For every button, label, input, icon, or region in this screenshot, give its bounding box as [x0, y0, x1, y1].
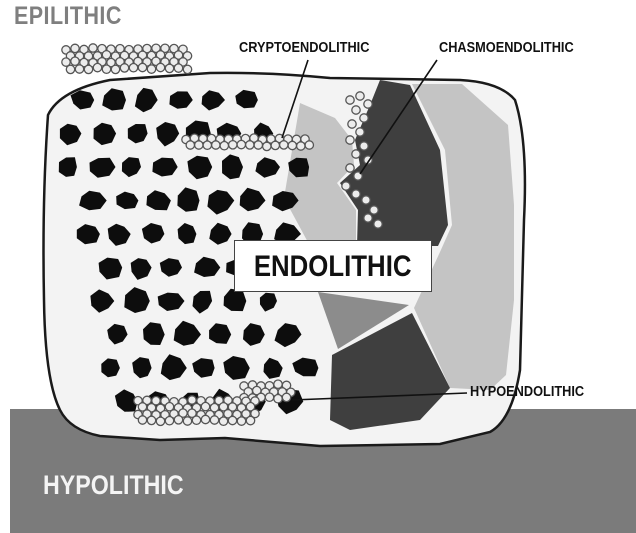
microbial-cell	[192, 416, 200, 424]
hypolithic-colony	[134, 396, 259, 426]
cryptoendolithic-label: CRYPTOENDOLITHIC	[239, 40, 369, 56]
microbial-cell	[237, 140, 245, 148]
microbial-cell	[263, 142, 271, 150]
microbial-cell	[75, 65, 83, 73]
microbial-cell	[246, 416, 254, 424]
microbial-cell	[356, 128, 364, 136]
microbial-cell	[156, 417, 164, 425]
chasmoendolithic-label: CHASMOENDOLITHIC	[439, 40, 574, 56]
epilithic-colony	[62, 44, 192, 74]
microbial-cell	[120, 64, 128, 72]
microbial-cell	[71, 57, 79, 65]
microbial-cell	[352, 106, 360, 114]
microbial-cell	[305, 141, 313, 149]
microbial-cell	[370, 206, 378, 214]
microbial-cell	[93, 63, 101, 71]
microbial-cell	[364, 100, 372, 108]
microbial-cell	[66, 65, 74, 73]
microbial-cell	[183, 65, 191, 73]
microbial-cell	[165, 417, 173, 425]
microbial-cell	[352, 190, 360, 198]
microbial-cell	[165, 64, 173, 72]
microbial-cell	[188, 396, 196, 404]
microbial-cell	[362, 196, 370, 204]
microbial-cell	[297, 142, 305, 150]
endolithic-label: ENDOLITHIC	[254, 241, 412, 293]
microbial-cell	[360, 142, 368, 150]
microbial-cell	[374, 220, 382, 228]
microbial-cell	[138, 63, 146, 71]
microbial-cell	[274, 395, 282, 403]
microbial-cell	[186, 141, 194, 149]
microbial-cell	[201, 402, 209, 410]
microbial-cell	[280, 141, 288, 149]
microbial-cell	[346, 164, 354, 172]
microbial-cell	[271, 141, 279, 149]
epilithic-label: EPILITHIC	[14, 2, 122, 31]
microbial-cell	[147, 65, 155, 73]
microbial-cell	[84, 65, 92, 73]
microbial-cell	[174, 416, 182, 424]
microbial-cell	[229, 141, 237, 149]
microbial-cell	[346, 96, 354, 104]
microbial-cell	[156, 63, 164, 71]
microbial-cell	[282, 393, 290, 401]
microbial-cell	[102, 65, 110, 73]
microbial-cell	[348, 120, 356, 128]
microbial-cell	[201, 415, 209, 423]
microbial-cell	[212, 141, 220, 149]
microbial-cell	[254, 141, 262, 149]
microbial-cell	[342, 182, 350, 190]
microbial-cell	[346, 136, 354, 144]
microbial-cell	[228, 416, 236, 424]
microbial-cell	[210, 416, 218, 424]
microbial-cell	[274, 380, 282, 388]
microbial-cell	[288, 141, 296, 149]
microbial-cell	[364, 214, 372, 222]
microbial-cell	[183, 417, 191, 425]
microbial-cell	[360, 114, 368, 122]
microbial-cell	[89, 44, 97, 52]
microbial-cell	[352, 150, 360, 158]
microbial-cell	[195, 141, 203, 149]
microbial-cell	[138, 416, 146, 424]
microbial-cell	[219, 417, 227, 425]
microbial-cell	[237, 417, 245, 425]
microbial-cell	[265, 393, 273, 401]
microbial-cell	[129, 63, 137, 71]
endolithic-label-box: ENDOLITHIC	[234, 240, 432, 292]
microbial-cell	[111, 65, 119, 73]
hypolithic-label: HYPOLITHIC	[43, 470, 184, 501]
cryptoendolithic-colony	[182, 134, 314, 151]
microbial-cell	[147, 416, 155, 424]
microbial-cell	[356, 92, 364, 100]
microbial-cell	[203, 141, 211, 149]
hypoendolithic-label: HYPOENDOLITHIC	[470, 384, 584, 400]
microbial-cell	[246, 141, 254, 149]
microbial-cell	[220, 142, 228, 150]
microbial-cell	[174, 64, 182, 72]
